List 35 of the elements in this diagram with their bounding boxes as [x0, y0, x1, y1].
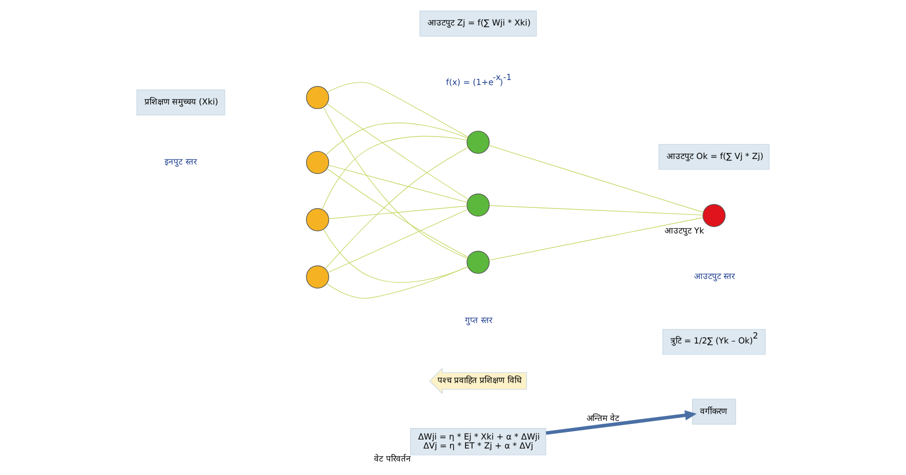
connector: [326, 104, 469, 200]
node-circle: [466, 194, 490, 217]
node-circle: [306, 150, 330, 174]
connector: [488, 145, 704, 213]
label: गुप्त स्तर: [465, 315, 492, 326]
label: आउटपुट स्तर: [694, 271, 734, 282]
connector: [328, 209, 468, 273]
connector: [325, 146, 468, 270]
connector: [326, 168, 468, 258]
connector: [489, 205, 704, 216]
node-box: वर्गीकरण: [692, 398, 736, 425]
node-label: वेट परिवर्तन: [374, 454, 411, 464]
node-circle: [702, 204, 726, 228]
connector: [488, 217, 704, 261]
connector: [327, 82, 468, 138]
arrow: [546, 410, 697, 435]
connector: [326, 266, 468, 299]
node-circle: [306, 265, 330, 288]
node-box: प्रशिक्षण समुच्चय (Xki): [136, 90, 226, 116]
node-label: आउटपुट Yk: [664, 225, 704, 236]
node-circle: [306, 208, 330, 232]
node-box: आउटपुट Ok = f(∑ Vj * Zj): [658, 144, 770, 170]
node-box: ΔWji = η * Ej * Xki + α * ΔWji ΔVj = η * ET * Zj + α * ΔVj: [410, 428, 546, 456]
connector: [322, 136, 468, 210]
edge-label: अन्तिम वेट: [586, 413, 619, 424]
node-circle: [466, 250, 490, 274]
connector: [328, 164, 468, 203]
node-box: आउटपुट Zj = f(∑ Wji * Xki): [420, 10, 537, 36]
connector: [326, 122, 468, 156]
node-circle: [466, 130, 490, 154]
connector: [323, 106, 468, 259]
node-circle: [306, 86, 330, 110]
connector: [323, 229, 468, 283]
connector: [328, 206, 468, 220]
label: इनपुट स्तर: [164, 156, 196, 167]
